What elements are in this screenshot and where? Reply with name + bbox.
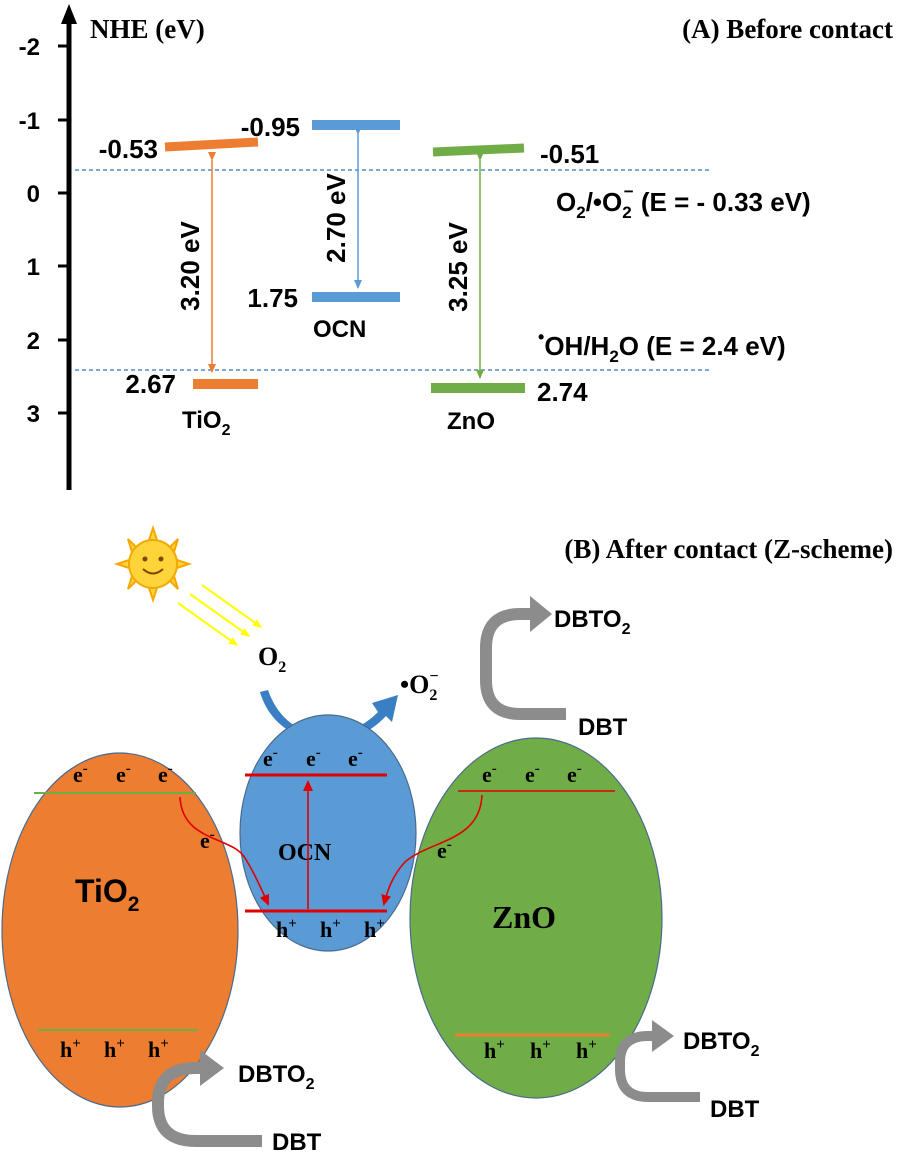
tio2-particle bbox=[1, 752, 239, 1108]
hole-label: h+ bbox=[364, 916, 385, 942]
dbto2-label: DBTO2 bbox=[554, 606, 631, 638]
zno-vb-value: 2.74 bbox=[537, 377, 588, 407]
tio2-bands: 3.20 eV -0.53 2.67 TiO2 bbox=[99, 134, 259, 439]
oxygen-label: O2 bbox=[258, 642, 286, 676]
tio2-electrons: e- e- e- bbox=[73, 761, 173, 787]
zno-electrons: e- e- e- bbox=[482, 761, 582, 787]
recycle-arrowhead-icon bbox=[652, 1020, 674, 1052]
axis-ticks: -2 -1 0 1 2 3 bbox=[19, 34, 69, 428]
ocn-cb-value: -0.95 bbox=[241, 112, 300, 142]
zno-conduction-band bbox=[432, 143, 525, 157]
dbto2-label: DBTO2 bbox=[238, 1061, 315, 1093]
dbt-oxidation-recycle-top: DBTO2 DBT bbox=[480, 596, 631, 741]
tick-label: 2 bbox=[27, 328, 40, 355]
tick-label: 3 bbox=[27, 401, 40, 428]
electron-label: e- bbox=[525, 761, 540, 787]
panel-b-title: (B) After contact (Z-scheme) bbox=[564, 534, 893, 564]
recycle-arrowhead-icon bbox=[200, 1050, 224, 1086]
ocn-holes: h+ h+ h+ bbox=[276, 916, 385, 942]
ocn-particle-label: OCN bbox=[278, 840, 332, 866]
zno-name: ZnO bbox=[447, 408, 495, 435]
electron-label: e- bbox=[567, 761, 582, 787]
hole-label: h+ bbox=[576, 1037, 597, 1063]
electron-label: e- bbox=[116, 761, 131, 787]
tio2-valence-band bbox=[193, 379, 258, 389]
hole-label: h+ bbox=[320, 916, 341, 942]
o2-superoxide-reference-label: O2/•O2− (E = - 0.33 eV) bbox=[556, 182, 811, 222]
ocn-name: OCN bbox=[313, 316, 366, 343]
light-rays bbox=[177, 584, 262, 646]
dbt-oxidation-recycle-right: DBTO2 DBT bbox=[615, 1020, 760, 1123]
tio2-name: TiO2 bbox=[182, 407, 231, 439]
electron-label: e- bbox=[348, 745, 363, 771]
tio2-cb-value: -0.53 bbox=[99, 134, 158, 164]
ocn-bands: 2.70 eV -0.95 1.75 OCN bbox=[241, 112, 400, 343]
sun-icon bbox=[113, 524, 193, 604]
tio2-vb-value: 2.67 bbox=[125, 369, 176, 399]
ocn-electrons: e- e- e- bbox=[263, 745, 363, 771]
zno-gap-label: 3.25 eV bbox=[443, 222, 473, 312]
hydroxyl-reference-label: •OH/H2O (E = 2.4 eV) bbox=[538, 327, 786, 366]
electron-label: e- bbox=[306, 745, 321, 771]
recycle-arrow-icon bbox=[615, 1031, 700, 1102]
dbt-label: DBT bbox=[272, 1129, 322, 1156]
axis-arrowhead-icon bbox=[61, 4, 77, 24]
zno-particle bbox=[409, 737, 663, 1099]
dbt-label: DBT bbox=[710, 1096, 760, 1123]
zno-valence-band bbox=[431, 383, 525, 393]
recycle-arrowhead-icon bbox=[530, 596, 552, 632]
panel-a-title: (A) Before contact bbox=[682, 14, 893, 44]
electron-label: e- bbox=[263, 745, 278, 771]
transfer-electron-label-left: e- bbox=[200, 827, 215, 853]
tio2-holes: h+ h+ h+ bbox=[60, 1036, 169, 1062]
axis-label: NHE (eV) bbox=[90, 14, 205, 44]
tio2-to-ocn-electron-arrow bbox=[179, 796, 270, 906]
tio2-conduction-band bbox=[164, 137, 259, 152]
zno-to-ocn-electron-arrow bbox=[381, 794, 483, 906]
ocn-valence-band bbox=[312, 292, 400, 302]
ocn-vb-value: 1.75 bbox=[247, 283, 298, 313]
tick-label: 0 bbox=[27, 181, 40, 208]
tio2-gap-label: 3.20 eV bbox=[175, 221, 205, 311]
tick-label: -1 bbox=[19, 108, 40, 135]
panel-b: (B) After contact (Z-scheme) bbox=[1, 524, 893, 1156]
zno-bands: 3.25 eV -0.51 2.74 ZnO bbox=[431, 139, 599, 435]
zno-particle-label: ZnO bbox=[492, 899, 556, 935]
dbto2-label: DBTO2 bbox=[683, 1028, 760, 1060]
electron-label: e- bbox=[73, 761, 88, 787]
ocn-conduction-band bbox=[312, 120, 400, 130]
hole-label: h+ bbox=[148, 1036, 169, 1062]
hole-label: h+ bbox=[104, 1036, 125, 1062]
superoxide-label: •O2− bbox=[400, 668, 438, 704]
tio2-particle-label: TiO2 bbox=[75, 873, 139, 916]
transfer-electron-label-right: e- bbox=[437, 837, 452, 863]
zno-holes: h+ h+ h+ bbox=[484, 1037, 597, 1063]
hole-label: h+ bbox=[484, 1037, 505, 1063]
zno-cb-value: -0.51 bbox=[540, 139, 599, 169]
dbt-label: DBT bbox=[578, 714, 628, 741]
tick-label: -2 bbox=[19, 34, 40, 61]
recycle-arrow-icon bbox=[480, 608, 566, 720]
tick-label: 1 bbox=[27, 254, 40, 281]
recycle-arrow-icon bbox=[152, 1062, 262, 1147]
panel-a: NHE (eV) -2 -1 0 1 2 3 (A) Before contac… bbox=[19, 4, 893, 490]
electron-label: e- bbox=[158, 761, 173, 787]
electron-label: e- bbox=[482, 761, 497, 787]
hole-label: h+ bbox=[530, 1037, 551, 1063]
ocn-gap-label: 2.70 eV bbox=[321, 173, 351, 263]
hole-label: h+ bbox=[276, 916, 297, 942]
hole-label: h+ bbox=[60, 1036, 81, 1062]
dbt-oxidation-recycle-left: DBTO2 DBT bbox=[152, 1050, 322, 1156]
